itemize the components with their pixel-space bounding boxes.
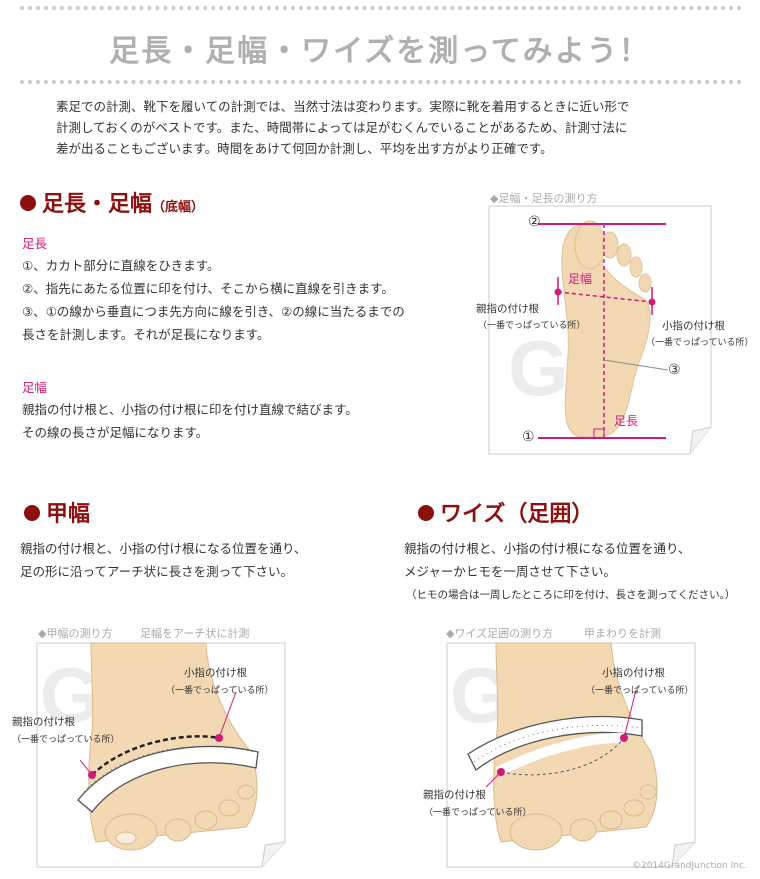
label-big-toe-note: （一番でっぱっている所） <box>12 735 120 745</box>
section-heading-text: ワイズ（足囲） <box>440 502 594 527</box>
foot-length-width-diagram: GJ <box>488 205 712 455</box>
page-title: 足長・足幅・ワイズを測ってみよう！ <box>109 34 651 69</box>
diagram-caption-2: 足幅をアーチ状に計測 <box>140 627 250 640</box>
section-heading-instep-width: 甲幅 <box>24 496 90 528</box>
instruction-line: ①、カカト部分に直線をひきます。 <box>22 258 220 273</box>
marker-2: ② <box>528 214 541 230</box>
instruction-line: ③、①の線から垂直につま先方向に線を引き、②の線に当たるまでの <box>22 304 405 319</box>
instep-illustration: GJ <box>36 642 286 868</box>
label-ashihaba: 足幅 <box>568 272 593 286</box>
wise-illustration: GJ <box>446 642 696 868</box>
label-big-toe-note: （一番でっぱっている所） <box>424 808 532 818</box>
label-little-toe-joint: 小指の付け根 <box>602 667 665 679</box>
copyright-text: ©2014GrandJunction Inc. <box>632 861 747 871</box>
intro-line: 素足での計測、靴下を履いての計測では、当然寸法は変わります。実際に靴を着用すると… <box>56 99 630 114</box>
bullet-icon <box>24 505 40 521</box>
instruction-line: 親指の付け根と、小指の付け根に印を付け直線で結びます。 <box>22 402 358 417</box>
title-dotted-rule <box>20 80 742 84</box>
section-heading-note: （底幅） <box>152 200 205 215</box>
instruction-line: 親指の付け根と、小指の付け根になる位置を通り、 <box>20 541 307 556</box>
label-little-toe-joint: 小指の付け根 <box>184 667 247 679</box>
foot-sole-illustration: GJ <box>488 205 712 455</box>
instruction-line: 足の形に沿ってアーチ状に長さを測って下さい。 <box>20 564 294 579</box>
label-little-toe-note: （一番でっぱっている所） <box>586 686 694 696</box>
wise-diagram: GJ <box>446 642 696 868</box>
subheading-ashihaba: 足幅 <box>22 380 48 395</box>
section-heading-length-width: 足長・足幅（底幅） <box>20 186 204 218</box>
instruction-line: ②、指先にあたる位置に印を付け、そこから横に直線を引きます。 <box>22 281 394 296</box>
instep-instructions: 親指の付け根と、小指の付け根になる位置を通り、 足の形に沿ってアーチ状に長さを測… <box>20 537 380 583</box>
intro-line: 差が出ることもございます。時間をあけて何回か計測し、平均を出す方がより正確です。 <box>56 141 553 156</box>
diagram-caption: ◆足幅・足長の測り方 <box>490 192 598 205</box>
intro-line: 計測しておくのがベストです。また、時間帯によっては足がむくんでいることがあるため… <box>56 120 628 135</box>
subheading-ashinaga: 足長 <box>22 236 48 251</box>
label-little-toe-note: （一番でっぱっている所） <box>646 338 754 348</box>
section-heading-text: 足長・足幅 <box>42 192 153 217</box>
section-heading-text: 甲幅 <box>46 502 91 527</box>
diagram-caption-2: 甲まわりを計測 <box>584 627 661 640</box>
label-big-toe-joint: 親指の付け根 <box>476 303 539 315</box>
wise-note: （ヒモの場合は一周したところに印を付け、長さを測ってください。） <box>406 589 736 601</box>
instruction-line: 親指の付け根と、小指の付け根になる位置を通り、 <box>404 541 691 556</box>
label-big-toe-joint: 親指の付け根 <box>423 789 486 801</box>
instruction-line: 長さを計測します。それが足長になります。 <box>22 327 270 342</box>
length-instructions: ①、カカト部分に直線をひきます。 ②、指先にあたる位置に印を付け、そこから横に直… <box>22 254 462 346</box>
marker-1: ① <box>522 429 535 445</box>
label-ashinaga: 足長 <box>614 414 639 428</box>
label-little-toe-note: （一番でっぱっている所） <box>166 686 274 696</box>
instep-diagram: GJ <box>36 642 286 868</box>
diagram-caption: ◆甲幅の測り方 <box>38 627 113 640</box>
intro-text: 素足での計測、靴下を履いての計測では、当然寸法は変わります。実際に靴を着用すると… <box>56 96 716 159</box>
label-big-toe-joint: 親指の付け根 <box>12 716 75 728</box>
width-instructions: 親指の付け根と、小指の付け根に印を付け直線で結びます。 その線の長さが足幅になり… <box>22 398 462 444</box>
bullet-icon <box>20 195 36 211</box>
instruction-line: メジャーかヒモを一周させて下さい。 <box>404 564 616 579</box>
bullet-icon <box>418 505 434 521</box>
instruction-line: その線の長さが足幅になります。 <box>22 425 209 440</box>
marker-3: ③ <box>668 362 681 378</box>
label-little-toe-joint: 小指の付け根 <box>662 320 725 332</box>
label-big-toe-note: （一番でっぱっている所） <box>478 321 586 331</box>
diagram-caption: ◆ワイズ足囲の測り方 <box>446 627 554 640</box>
top-dotted-rule <box>20 6 742 10</box>
section-heading-wise: ワイズ（足囲） <box>418 496 593 528</box>
wise-instructions: 親指の付け根と、小指の付け根になる位置を通り、 メジャーかヒモを一周させて下さい… <box>404 537 754 583</box>
